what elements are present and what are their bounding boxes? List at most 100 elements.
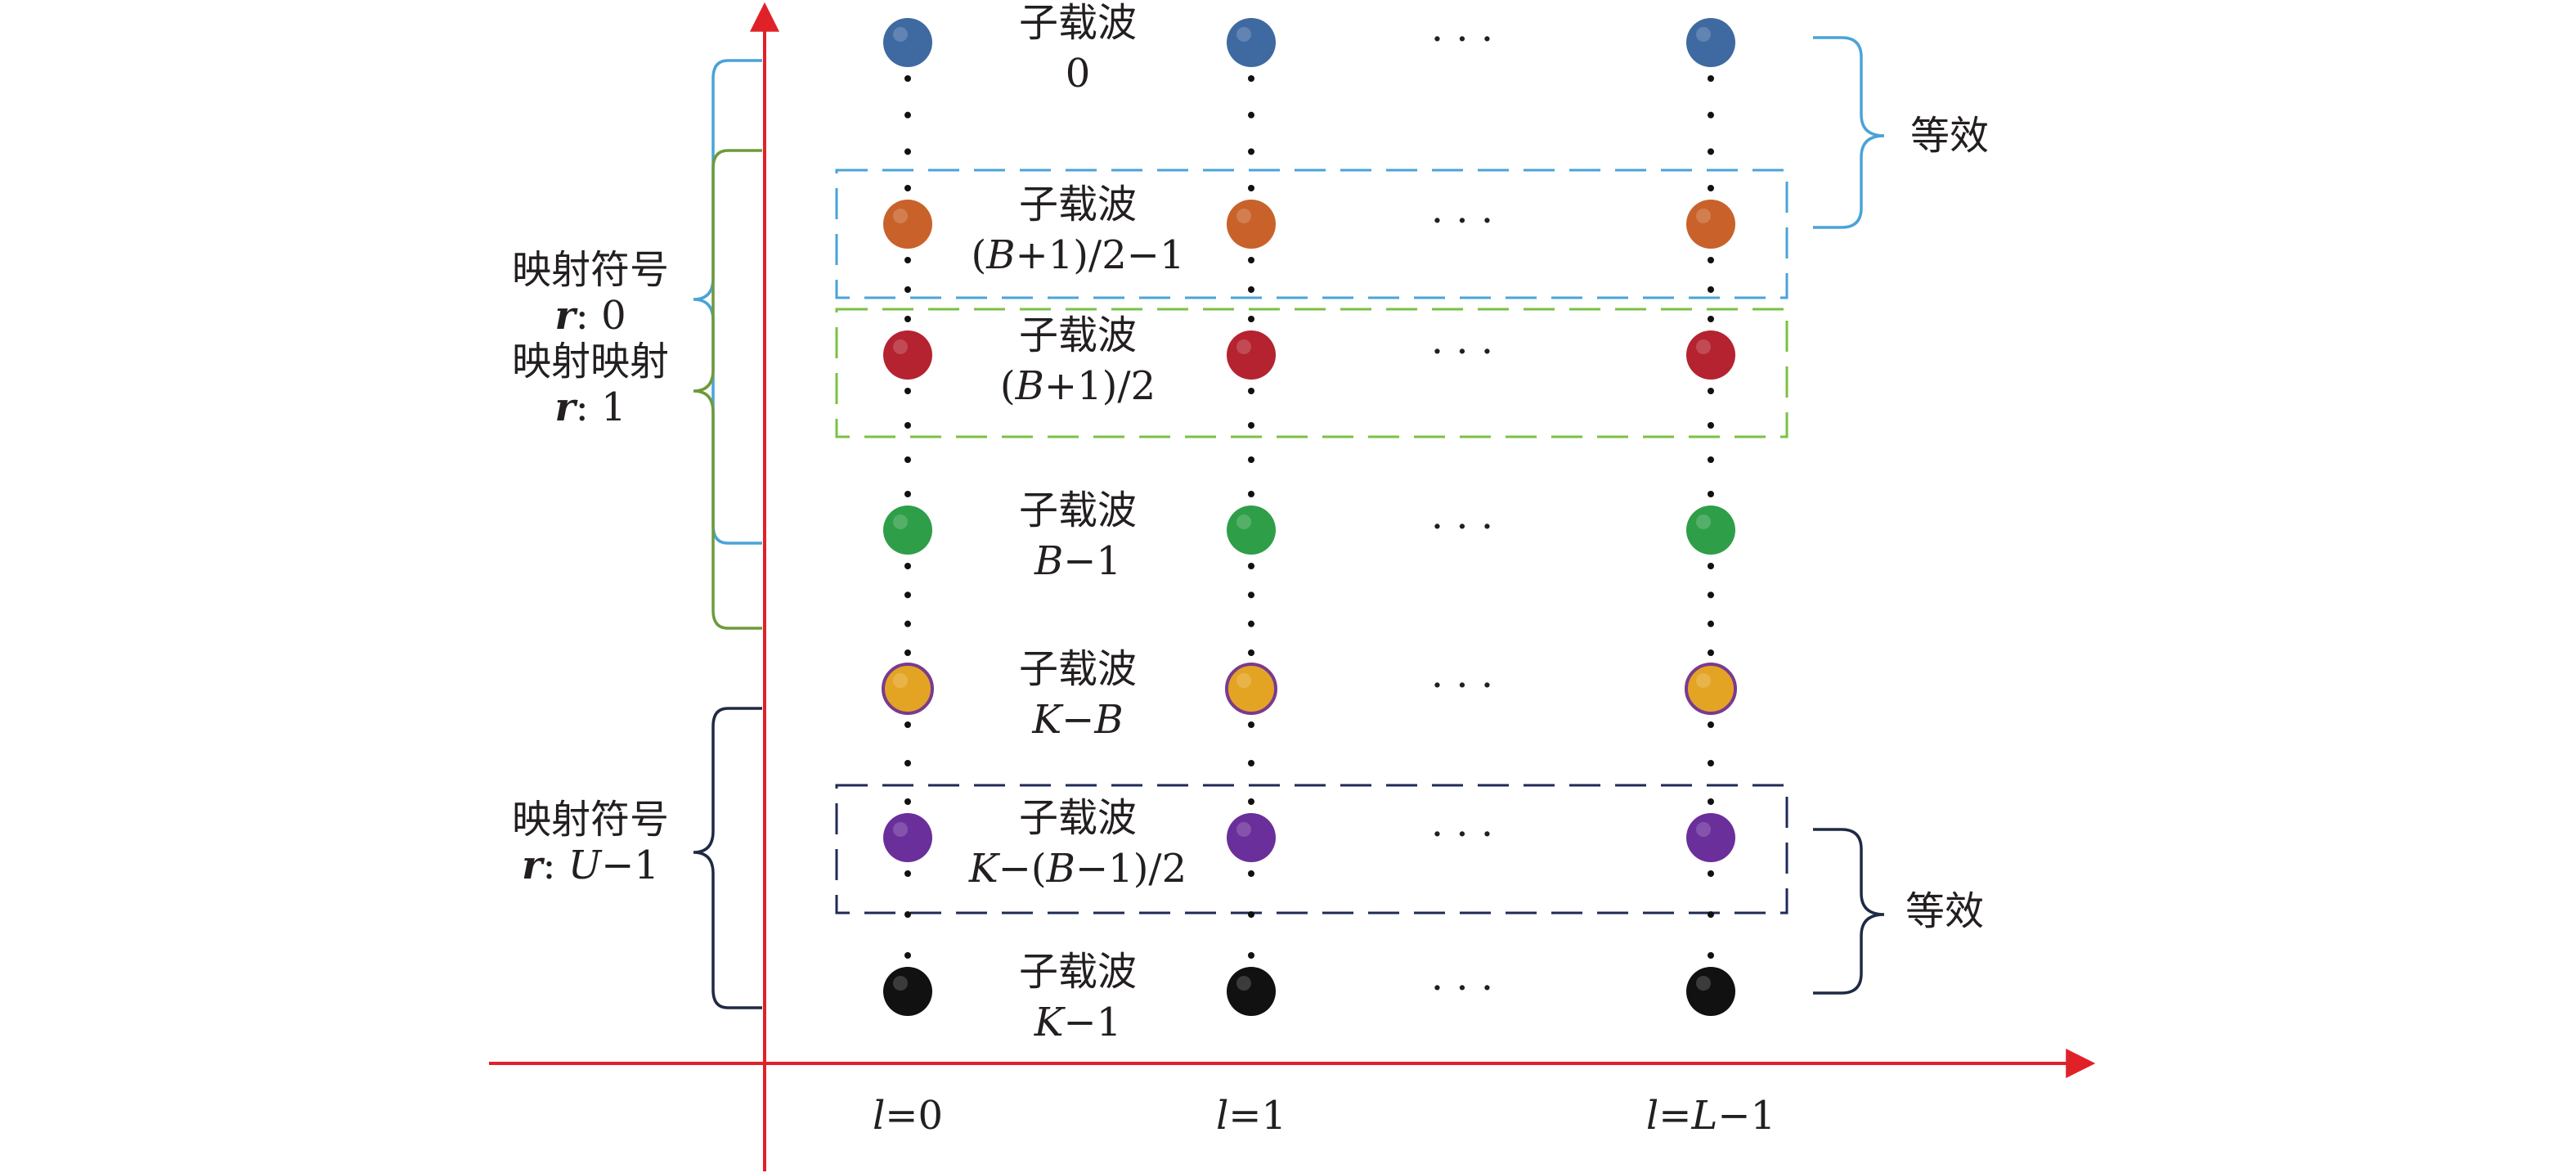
connector-dot [1708,316,1714,322]
dot-highlight [893,27,908,42]
dot-highlight [1236,339,1251,354]
subcarrier-index-label: B−1 [1034,538,1121,584]
connector-dot [1708,111,1714,119]
connector-dot [904,491,911,497]
subcarrier-index-label: 0 [1066,51,1091,97]
connector-dot [904,185,911,191]
subcarrier-symbol-dot [1686,967,1735,1016]
subcarrier-symbol-dot [1227,813,1276,862]
subcarrier-index-label: (B+1)/2 [1000,363,1156,409]
left-group-name-1: 映射映射 [512,339,669,384]
connector-dot [1248,721,1254,728]
connector-dot [904,563,911,569]
dot-highlight [1696,976,1711,991]
equivalent-label-top: 等效 [1910,113,1989,159]
dashed-box-row-2 [835,308,1788,438]
connector-dot [1708,286,1714,293]
dot-highlight [1236,209,1251,223]
subcarrier-word: 子载波 [1019,646,1137,692]
subcarrier-symbol-dot [883,967,932,1016]
dot-highlight [1236,822,1251,837]
connector-dot [1708,388,1714,394]
connector-dot [904,456,911,463]
connector-dot [1248,111,1254,119]
subcarrier-word: 子载波 [1019,0,1137,46]
connector-dot [1248,798,1254,805]
ellipsis: · · · [1431,198,1493,244]
dot-highlight [893,515,908,529]
connector-dot [1708,148,1714,155]
subcarrier-symbol-dot [883,330,932,380]
subcarrier-symbol-dot [1227,200,1276,249]
subcarrier-symbol-dot [883,506,932,555]
connector-dot [904,649,911,656]
connector-dot [904,798,911,805]
dot-highlight [893,822,908,837]
subcarrier-symbol-dot [1686,813,1735,862]
left-group-symbol-1: r: 1 [554,384,626,430]
dot-highlight [1696,515,1711,529]
column-label-0: l=0 [873,1093,943,1139]
dot-highlight [893,976,908,991]
subcarrier-symbol-dot [1686,18,1735,67]
connector-dot [1248,388,1254,394]
connector-dot [1248,75,1254,82]
left-brace-group-2 [693,707,762,1009]
connector-dot [1708,563,1714,569]
equivalent-label-bottom: 等效 [1905,888,1984,934]
dot-highlight [1236,673,1251,688]
connector-dot [1708,620,1714,627]
subcarrier-symbol-dot [1227,506,1276,555]
dot-highlight [893,339,908,354]
subcarrier-symbol-dot [883,200,932,249]
dotted-connectors [904,75,1714,959]
dashed-box-row-5 [835,784,1788,915]
connector-dot [1708,721,1714,728]
subcarrier-index-label: (B+1)/2−1 [972,232,1185,278]
ellipsis: · · · [1431,504,1493,550]
subcarrier-symbol-dot [883,813,932,862]
connector-dot [1248,257,1254,263]
connector-dot [1708,649,1714,656]
dot-highlight [1696,339,1711,354]
dot-highlight [893,673,908,688]
connector-dot [1248,456,1254,463]
connector-dot [1708,798,1714,805]
left-brace-group-1 [693,149,762,630]
connector-dot [904,870,911,877]
connector-dot [1248,952,1254,959]
connector-dot [904,388,911,394]
connector-dot [1708,870,1714,877]
subcarrier-symbol-dot [882,663,934,715]
connector-dot [1708,952,1714,959]
connector-dot [1708,75,1714,82]
subcarrier-symbol-dot [1227,18,1276,67]
connector-dot [904,148,911,155]
connector-dot [1248,185,1254,191]
connector-dot [1708,456,1714,463]
subcarrier-symbol-dot [883,18,932,67]
connector-dot [1708,491,1714,497]
subcarrier-word: 子载波 [1019,312,1137,358]
dot-highlight [1236,27,1251,42]
connector-dot [1248,316,1254,322]
left-brace-group-0 [693,59,762,545]
connector-dot [1248,911,1254,918]
column-label-2: l=L−1 [1646,1093,1775,1139]
connector-dot [1708,760,1714,766]
connector-dot [1248,286,1254,293]
connector-dot [904,111,911,119]
subcarrier-symbol-dot [1686,200,1735,249]
left-group-symbol-0: r: 0 [554,293,626,339]
connector-dot [1708,257,1714,263]
subcarrier-rows: · · · 子载波 0 · · · 子载波 (B+1)/2−1 · · · 子载波 (B+1)/… [882,0,1737,1045]
dot-highlight [1696,209,1711,223]
subcarrier-word: 子载波 [1019,488,1137,533]
subcarrier-symbol-dot [1685,663,1737,715]
subcarrier-index-label: K−1 [1034,1000,1122,1045]
connector-dot [904,286,911,293]
subcarrier-word: 子载波 [1019,795,1137,841]
connector-dot [1708,422,1714,429]
ellipsis: · · · [1431,329,1493,375]
